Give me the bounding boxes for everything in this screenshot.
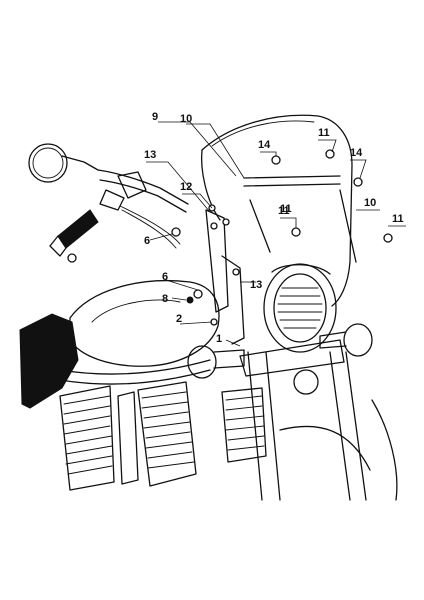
headlight <box>263 263 337 353</box>
callout-14-right: 14 <box>350 147 363 159</box>
callout-11-right: 11 <box>392 213 404 225</box>
callout-labels: 9 10 11 14 11 14 13 12 10 11 6 11 6 13 8… <box>144 111 404 345</box>
callout-12: 12 <box>180 181 192 193</box>
handlebar <box>97 169 189 213</box>
callout-9: 9 <box>152 111 158 123</box>
callout-2: 2 <box>176 313 182 325</box>
seat <box>19 313 79 409</box>
callout-13-top: 13 <box>144 149 156 161</box>
engine <box>59 381 197 491</box>
mirror <box>28 143 99 183</box>
callout-13-lower: 13 <box>250 279 262 291</box>
leader-lines <box>146 121 406 347</box>
callout-6-lower: 6 <box>162 271 168 283</box>
callout-10-top: 10 <box>180 113 192 125</box>
fuel-tank <box>59 279 220 385</box>
callout-14-top: 14 <box>258 139 271 151</box>
callout-11-mid: 11 <box>280 203 292 215</box>
windshield <box>200 114 357 307</box>
handlebar-grip <box>49 209 99 263</box>
mounting-brackets <box>205 209 245 345</box>
callout-8: 8 <box>162 293 168 305</box>
callout-11-top-right: 11 <box>318 127 330 139</box>
callout-1: 1 <box>216 333 222 345</box>
screws <box>171 149 393 304</box>
brake-cable <box>119 205 181 249</box>
callout-6-upper: 6 <box>144 235 150 247</box>
front-forks <box>221 339 398 501</box>
turn-signals <box>187 323 373 379</box>
callout-11-left: 11 <box>278 205 290 217</box>
callout-10-right: 10 <box>364 197 376 209</box>
